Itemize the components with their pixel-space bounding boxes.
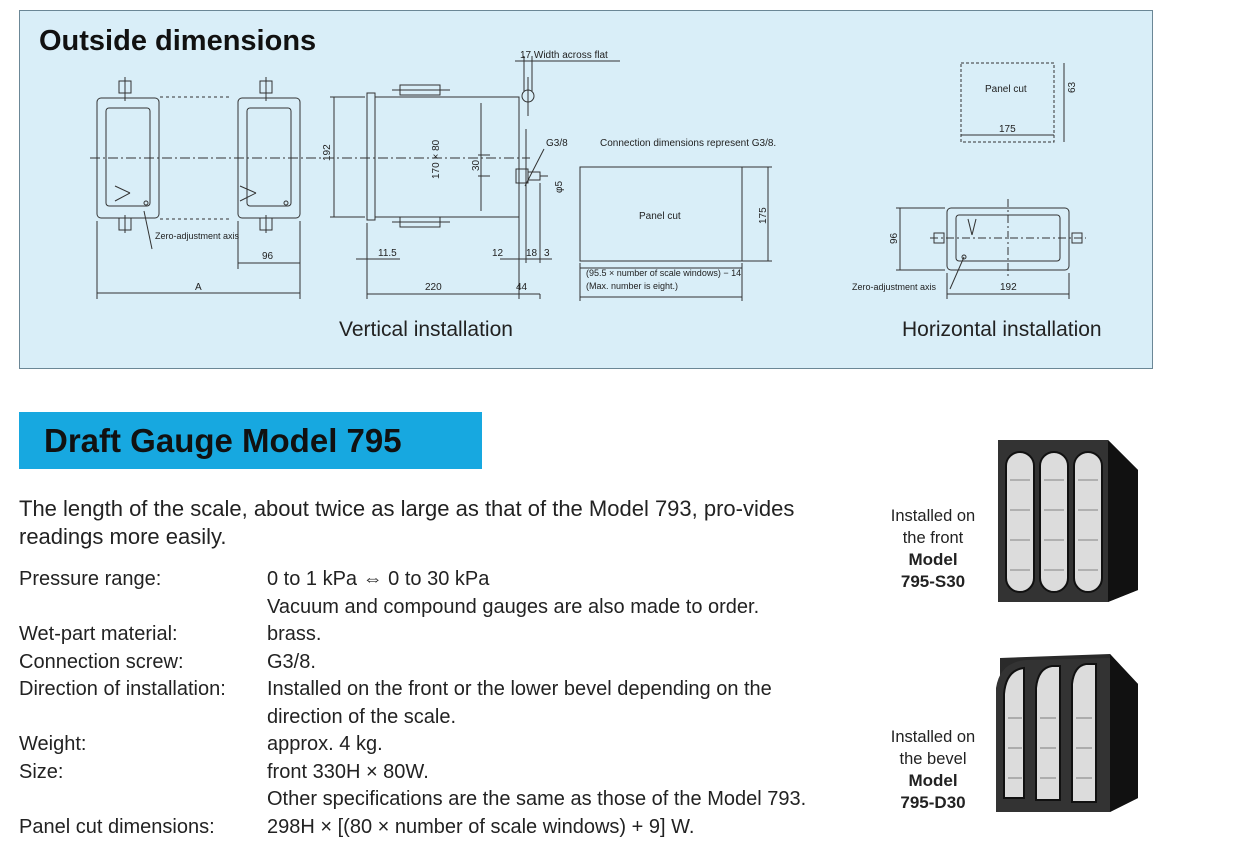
gauge-photo-bevel <box>996 654 1138 812</box>
model-number: 795-S30 <box>900 572 966 591</box>
dim-12: 12 <box>492 248 504 259</box>
dim-96-horizontal: 96 <box>889 232 900 244</box>
vertical-installation-caption: Vertical installation <box>339 318 513 341</box>
dimension-drawing: 17 Width across flat G3/8 Connection dim… <box>90 50 1086 301</box>
spec-value: direction of the scale. <box>267 705 456 728</box>
dim-phi5: φ5 <box>554 181 565 193</box>
outside-dimensions-panel: Outside dimensions <box>19 10 1153 369</box>
dim-11-5: 11.5 <box>378 248 397 259</box>
spec-list: Pressure range: 0 to 1 kPa ⇔ 0 to 30 kPa… <box>19 566 879 841</box>
spec-row: Weight: approx. 4 kg. <box>19 731 879 759</box>
spec-value: Other specifications are the same as tho… <box>267 788 807 810</box>
model-number: 795-D30 <box>900 793 966 812</box>
spec-label: Size: <box>19 760 64 783</box>
spec-row: direction of the scale. <box>19 704 879 732</box>
dim-175: 175 <box>758 207 769 224</box>
zero-adjustment-axis-label-horizontal: Zero-adjustment axis <box>852 282 937 292</box>
model-line: Model <box>908 550 958 569</box>
front-view-a <box>96 77 160 233</box>
gauge-photo-front <box>998 440 1138 602</box>
dim-170x80: 170 × 80 <box>431 139 442 179</box>
spec-label <box>19 704 267 732</box>
panel-formula-line-2: (Max. number is eight.) <box>586 281 678 291</box>
spec-row: Connection screw: G3/8. <box>19 649 879 677</box>
spec-value: Vacuum and compound gauges are also made… <box>267 595 760 618</box>
spec-value: brass. <box>267 623 322 645</box>
dim-220: 220 <box>425 282 442 293</box>
model-title-banner: Draft Gauge Model 795 <box>19 412 482 469</box>
front-view-b <box>237 77 301 233</box>
spec-label: Pressure range: <box>19 568 162 590</box>
spec-row: Panel cut dimensions: 298H × [(80 × numb… <box>19 814 879 842</box>
spec-row: Direction of installation: Installed on … <box>19 676 879 704</box>
horizontal-installation-caption: Horizontal installation <box>902 318 1102 341</box>
spec-row: Size: front 330H × 80W. <box>19 759 879 787</box>
spec-value: 298H × [(80 × number of scale windows) +… <box>267 815 695 838</box>
spec-value: approx. 4 kg. <box>267 733 383 755</box>
caption-line: the front <box>902 529 964 547</box>
spec-value: G3/8. <box>267 650 316 673</box>
caption-line: Installed on <box>890 728 976 746</box>
dim-175-horizontal: 175 <box>999 124 1016 135</box>
dim-18: 18 <box>526 248 538 259</box>
spec-label <box>19 594 267 622</box>
spec-value: Installed on the front or the lower beve… <box>267 678 772 700</box>
photo-caption-bevel: Installed on the bevel Model 795-D30 <box>874 726 992 814</box>
connection-note: Connection dimensions represent G3/8. <box>600 138 776 149</box>
dim-192: 192 <box>322 144 333 161</box>
spec-label: Direction of installation: <box>19 678 226 700</box>
horizontal-view <box>896 62 1086 299</box>
zero-adjustment-axis-label: Zero-adjustment axis <box>155 231 240 241</box>
panel-formula-line-1: (95.5 × number of scale windows) − 14 <box>586 268 741 278</box>
dim-30: 30 <box>471 159 482 171</box>
caption-line: the bevel <box>899 750 967 768</box>
spec-label: Connection screw: <box>19 650 184 673</box>
dim-a: A <box>195 282 202 293</box>
side-view <box>366 77 548 228</box>
spec-label <box>19 786 267 814</box>
dim-44: 44 <box>516 282 528 293</box>
panel-cut-label: Panel cut <box>639 211 681 222</box>
spec-label: Wet-part material: <box>19 623 178 645</box>
spec-row: Wet-part material: brass. <box>19 621 879 649</box>
model-intro: The length of the scale, about twice as … <box>19 496 795 549</box>
spec-row: Other specifications are the same as tho… <box>19 786 879 814</box>
panel-cut-outline <box>579 166 743 262</box>
spec-label: Weight: <box>19 733 87 755</box>
spec-value: 0 to 1 kPa ⇔ 0 to 30 kPa <box>267 568 490 590</box>
dim-192-horizontal: 192 <box>1000 282 1017 293</box>
spec-value: front 330H × 80W. <box>267 760 429 783</box>
dim-3: 3 <box>544 248 550 259</box>
panel-cut-label-horizontal: Panel cut <box>985 84 1027 95</box>
caption-line: Installed on <box>890 507 976 525</box>
dim-63-horizontal: 63 <box>1067 81 1078 93</box>
dim-96: 96 <box>262 251 274 262</box>
spec-row: Pressure range: 0 to 1 kPa ⇔ 0 to 30 kPa <box>19 566 879 594</box>
g38-label: G3/8 <box>546 138 568 149</box>
model-line: Model <box>908 771 958 790</box>
photo-caption-front: Installed on the front Model 795-S30 <box>874 505 992 593</box>
width-across-flat-label: 17 Width across flat <box>520 50 608 61</box>
section-title: Outside dimensions <box>39 25 317 57</box>
spec-row: Vacuum and compound gauges are also made… <box>19 594 879 622</box>
spec-label: Panel cut dimensions: <box>19 815 215 838</box>
